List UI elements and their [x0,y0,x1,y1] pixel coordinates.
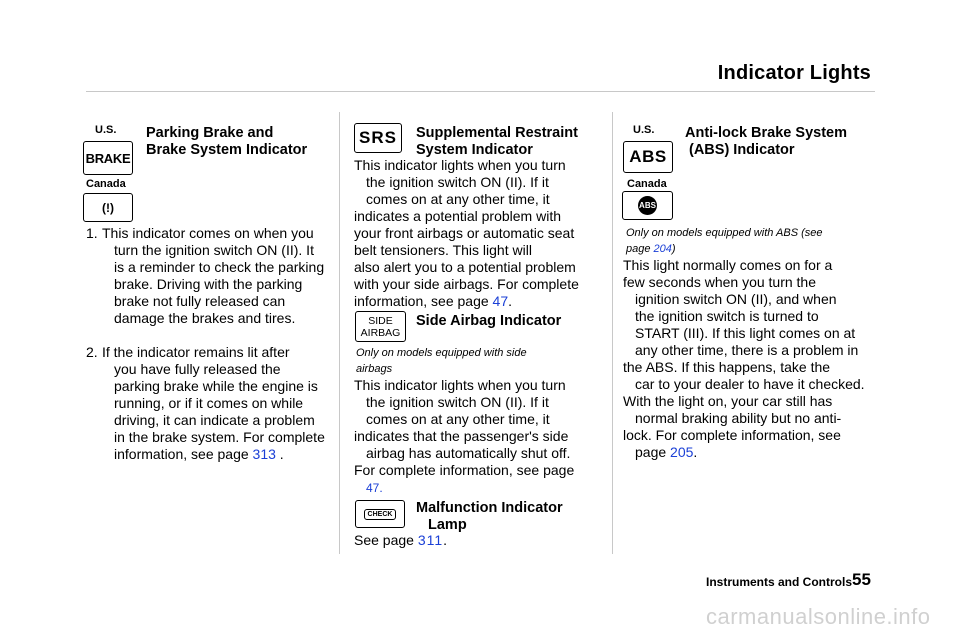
side-airbag-heading: Side Airbag Indicator [416,313,562,329]
page-link-311[interactable]: 311 [417,532,444,548]
side-airbag-description: This indicator lights when you turn the … [354,377,575,495]
column-divider [612,112,613,554]
side-airbag-note: Only on models equipped with side airbag… [356,347,527,375]
page-link-47[interactable]: 47 [492,293,509,309]
column-divider [339,112,340,554]
list-item: 1. This indicator comes on when you turn… [86,225,325,326]
canada-brake-indicator-icon: (!) [83,193,133,222]
canada-brake-icon-text: (!) [102,200,114,215]
abs-description: This light normally comes on for a few s… [623,257,865,460]
brake-icon-text: BRAKE [85,150,131,166]
side-airbag-indicator-icon: SIDE AIRBAG [355,311,406,342]
page-link-313[interactable]: 313 [252,446,276,462]
canada-label: Canada [86,178,126,190]
malfunction-heading: Malfunction Indicator Lamp [416,500,563,533]
page-link-47[interactable]: 47. [366,481,383,495]
us-label: U.S. [633,124,655,136]
page-link-204[interactable]: 204 [653,243,672,255]
watermark: carmanualsonline.info [706,604,931,629]
parking-brake-heading: Parking Brake and Brake System Indicator [146,125,308,158]
page-number: 55 [852,570,871,589]
canada-abs-indicator-icon: ABS [622,191,673,220]
malfunction-reference: See page 311. [354,532,448,548]
abs-heading: Anti-lock Brake System (ABS) Indicator [685,125,847,158]
canada-label: Canada [627,178,667,190]
list-item: 2. If the indicator remains lit after yo… [86,344,325,462]
abs-note: Only on models equipped with ABS (see pa… [626,227,823,255]
check-engine-icon: CHECK [355,500,405,528]
page-title: Indicator Lights [717,62,871,84]
srs-indicator-icon: SRS [354,123,402,153]
header-rule [86,91,875,92]
abs-indicator-icon: ABS [623,141,673,173]
srs-heading: Supplemental Restraint System Indicator [416,125,578,158]
us-label: U.S. [95,124,117,136]
srs-description: This indicator lights when you turn the … [354,157,579,309]
parking-brake-list: 1. This indicator comes on when you turn… [86,225,332,463]
page-link-205[interactable]: 205 [670,444,694,460]
footer-section-label: Instruments and Controls [706,575,853,589]
brake-indicator-icon: BRAKE [83,141,133,175]
